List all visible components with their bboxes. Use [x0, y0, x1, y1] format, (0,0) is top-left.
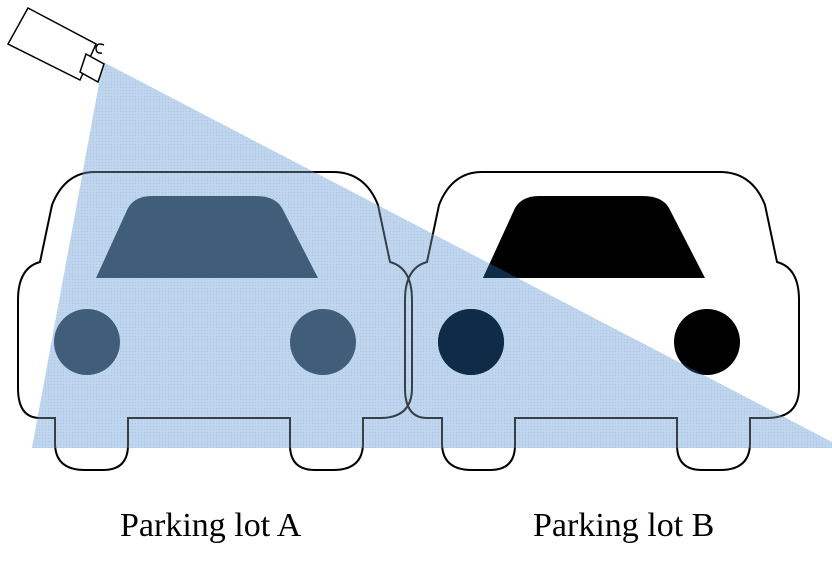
car-b-windshield: [483, 196, 705, 278]
parking-lot-a-label: Parking lot A: [120, 509, 301, 543]
camera-view-overlay: [32, 62, 832, 448]
security-camera-icon: [8, 8, 104, 82]
parking-lot-b-label: Parking lot B: [533, 509, 714, 543]
